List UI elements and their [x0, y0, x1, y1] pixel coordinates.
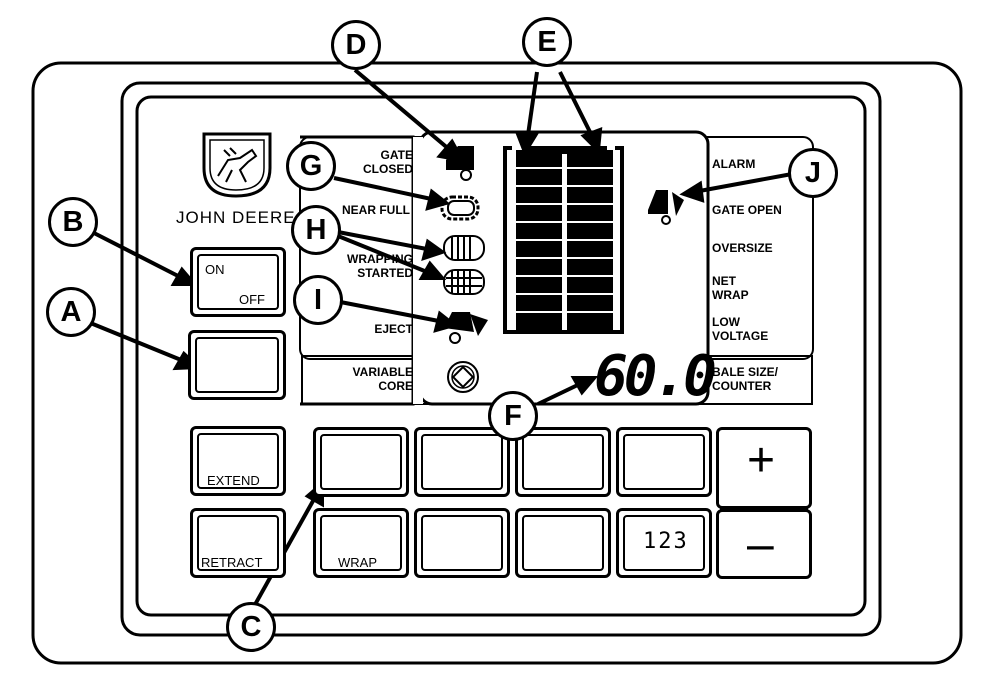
gate-open-icon	[648, 190, 684, 225]
callout-h: H	[291, 205, 341, 255]
extend-label: EXTEND	[207, 473, 260, 488]
deer-logo-icon	[204, 134, 270, 196]
label-low-voltage: LOW VOLTAGE	[712, 315, 769, 344]
bale-size-button-1[interactable]	[414, 427, 510, 497]
on-label: ON	[205, 262, 225, 277]
minus-label: –	[747, 518, 774, 571]
plus-label: +	[747, 434, 776, 487]
wrap-label: WRAP	[338, 555, 377, 570]
on-off-button[interactable]: ON OFF	[190, 247, 286, 317]
label-gate-closed: GATE CLOSED	[362, 148, 413, 177]
wrap-mode-button[interactable]	[616, 427, 712, 497]
callout-e: E	[522, 17, 572, 67]
retract-button[interactable]: RETRACT	[190, 508, 286, 578]
wrap-button[interactable]: WRAP	[313, 508, 409, 578]
oversize-button[interactable]	[414, 508, 510, 578]
callout-a: A	[46, 287, 96, 337]
callout-j: J	[788, 148, 838, 198]
callout-g: G	[286, 141, 336, 191]
counter-label: 123	[643, 529, 689, 554]
label-eject: EJECT	[374, 322, 413, 336]
callout-d: D	[331, 20, 381, 70]
bale-mode-button[interactable]	[188, 330, 286, 400]
retract-label: RETRACT	[201, 555, 263, 570]
extend-button[interactable]: EXTEND	[190, 426, 286, 496]
callout-b: B	[48, 197, 98, 247]
label-wrapping-started: WRAPPING STARTED	[347, 252, 413, 281]
variable-core-button[interactable]	[313, 427, 409, 497]
counter-button[interactable]: 123	[616, 508, 712, 578]
bale-size-button-2[interactable]	[515, 427, 611, 497]
callout-c: C	[226, 602, 276, 652]
label-variable-core: VARIABLE CORE	[352, 365, 413, 394]
label-bale-size-counter: BALE SIZE/ COUNTER	[712, 365, 779, 394]
display-readout: 60.0	[594, 344, 717, 409]
minus-button[interactable]: –	[716, 509, 812, 579]
label-net-wrap: NET WRAP	[712, 274, 749, 303]
label-oversize: OVERSIZE	[712, 241, 773, 255]
net-wrap-button[interactable]	[515, 508, 611, 578]
plus-button[interactable]: +	[716, 427, 812, 509]
callout-f: F	[488, 391, 538, 441]
label-near-full: NEAR FULL	[342, 203, 410, 217]
label-alarm: ALARM	[712, 157, 756, 171]
callout-i: I	[293, 275, 343, 325]
brand-name: JOHN DEERE	[176, 208, 296, 227]
off-label: OFF	[239, 292, 265, 307]
label-gate-open: GATE OPEN	[712, 203, 782, 217]
